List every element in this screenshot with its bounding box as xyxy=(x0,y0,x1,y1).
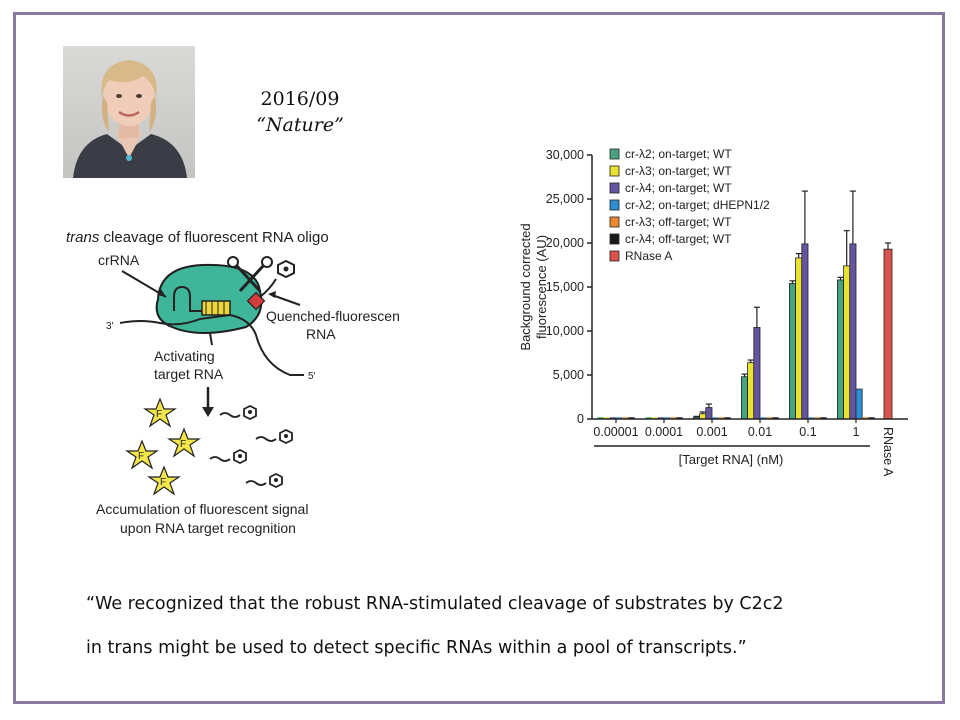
target-rna-strand xyxy=(119,313,304,376)
bar xyxy=(843,265,851,420)
fluorescent-star-icon: F xyxy=(147,465,181,496)
legend-swatch xyxy=(609,182,620,194)
end-3p: 3' xyxy=(106,321,114,332)
legend-label: cr-λ3; off-target; WT xyxy=(625,215,732,229)
x-tick-label: 1 xyxy=(853,425,860,439)
bar xyxy=(801,243,809,420)
legend-swatch xyxy=(609,250,620,262)
x-tick-label: 0.0001 xyxy=(645,425,683,439)
bar xyxy=(705,407,713,420)
quote: “We recognized that the robust RNA-stimu… xyxy=(86,582,906,670)
legend-swatch xyxy=(609,148,620,160)
legend-swatch xyxy=(609,216,620,228)
accumulation-label-2: upon RNA target recognition xyxy=(120,520,296,536)
fluorescent-star-icon: F xyxy=(167,427,201,458)
y-tick-label: 5,000 xyxy=(553,368,584,382)
legend-swatch xyxy=(609,199,620,211)
y-axis-label-line: Background corrected xyxy=(518,223,533,350)
bar xyxy=(855,388,863,420)
citation-journal: “Nature” xyxy=(256,114,344,136)
bar xyxy=(740,376,748,420)
legend-swatch xyxy=(609,233,620,245)
y-tick-label: 15,000 xyxy=(546,280,584,294)
bar xyxy=(699,413,707,420)
bar xyxy=(795,257,803,420)
x-tick-label: 0.01 xyxy=(748,425,772,439)
fluorescent-star-icon: F xyxy=(125,439,159,470)
legend-label: cr-λ2; on-target; dHEPN1/2 xyxy=(625,198,770,212)
citation-date: 2016/09 xyxy=(260,88,340,110)
y-tick-label: 30,000 xyxy=(546,148,584,162)
y-tick-label: 0 xyxy=(577,412,584,426)
svg-text:F: F xyxy=(156,409,162,420)
x-tick-label: 0.00001 xyxy=(593,425,638,439)
trans-cleavage-diagram: trans cleavage of fluorescent RNA oligo … xyxy=(66,229,400,536)
diagram-title-rest: cleavage of fluorescent RNA oligo xyxy=(99,229,328,246)
diagram-title-italic: trans xyxy=(66,229,100,246)
bar xyxy=(836,279,844,420)
activating-label-2: target RNA xyxy=(154,366,224,382)
activating-label-1: Activating xyxy=(154,348,215,364)
down-arrow-icon xyxy=(202,407,214,417)
y-axis-label: Background correctedfluorescence (AU) xyxy=(518,223,549,350)
legend-swatch xyxy=(609,165,620,177)
x-tick-label-rnase: RNase A xyxy=(881,427,895,477)
quenched-label-2: RNA xyxy=(306,326,336,342)
bar xyxy=(753,327,761,420)
svg-text:F: F xyxy=(138,451,144,462)
y-tick-label: 10,000 xyxy=(546,324,584,338)
crrna-label: crRNA xyxy=(98,252,140,268)
bar xyxy=(788,283,796,420)
svg-text:F: F xyxy=(180,439,186,450)
y-axis: 0 5,000 10,000 15,000 20,000 25,000 30,000 xyxy=(546,148,593,426)
x-tick-label: 0.001 xyxy=(696,425,727,439)
scissors-icon xyxy=(227,256,273,293)
slide-frame xyxy=(13,12,945,704)
x-axis: 0.00001 0.0001 0.001 0.01 0.1 1 RNase A xyxy=(592,418,908,477)
target-duplex xyxy=(201,300,231,316)
end-5p: 5' xyxy=(308,371,316,382)
x-tick-label: 0.1 xyxy=(799,425,816,439)
y-tick-label: 20,000 xyxy=(546,236,584,250)
x-axis-label: [Target RNA] (nM) xyxy=(679,452,784,467)
accumulation-label-1: Accumulation of fluorescent signal xyxy=(96,501,308,517)
cleaved-reporter-icon xyxy=(209,404,293,489)
legend-label: cr-λ4; on-target; WT xyxy=(625,181,732,195)
legend-label: cr-λ4; off-target; WT xyxy=(625,232,732,246)
legend: cr-λ2; on-target; WT cr-λ3; on-target; WT… xyxy=(609,147,770,263)
citation: 2016/09 “Nature” xyxy=(220,86,380,138)
quenched-label-1: Quenched-fluorescent xyxy=(266,308,400,324)
bar xyxy=(883,248,893,420)
legend-label: RNase A xyxy=(625,249,672,263)
crrna-hairpin xyxy=(173,285,216,312)
portrait-photo xyxy=(63,46,195,178)
fluorescence-bar-chart: 0 5,000 10,000 15,000 20,000 25,000 30,000 0.0… xyxy=(518,147,908,477)
y-tick-label: 25,000 xyxy=(546,192,584,206)
svg-text:F: F xyxy=(160,477,166,488)
y-axis-label-line: fluorescence (AU) xyxy=(534,235,549,339)
diagram-title: trans cleavage of fluorescent RNA oligo xyxy=(66,229,329,246)
bar xyxy=(747,362,755,420)
legend-label: cr-λ3; on-target; WT xyxy=(625,164,732,178)
quote-line-2: in trans might be used to detect specifi… xyxy=(86,638,747,658)
fluorescent-star-icon: F xyxy=(143,397,177,428)
quote-line-1: “We recognized that the robust RNA-stimu… xyxy=(86,594,784,614)
legend-label: cr-λ2; on-target; WT xyxy=(625,147,732,161)
bar xyxy=(849,243,857,420)
